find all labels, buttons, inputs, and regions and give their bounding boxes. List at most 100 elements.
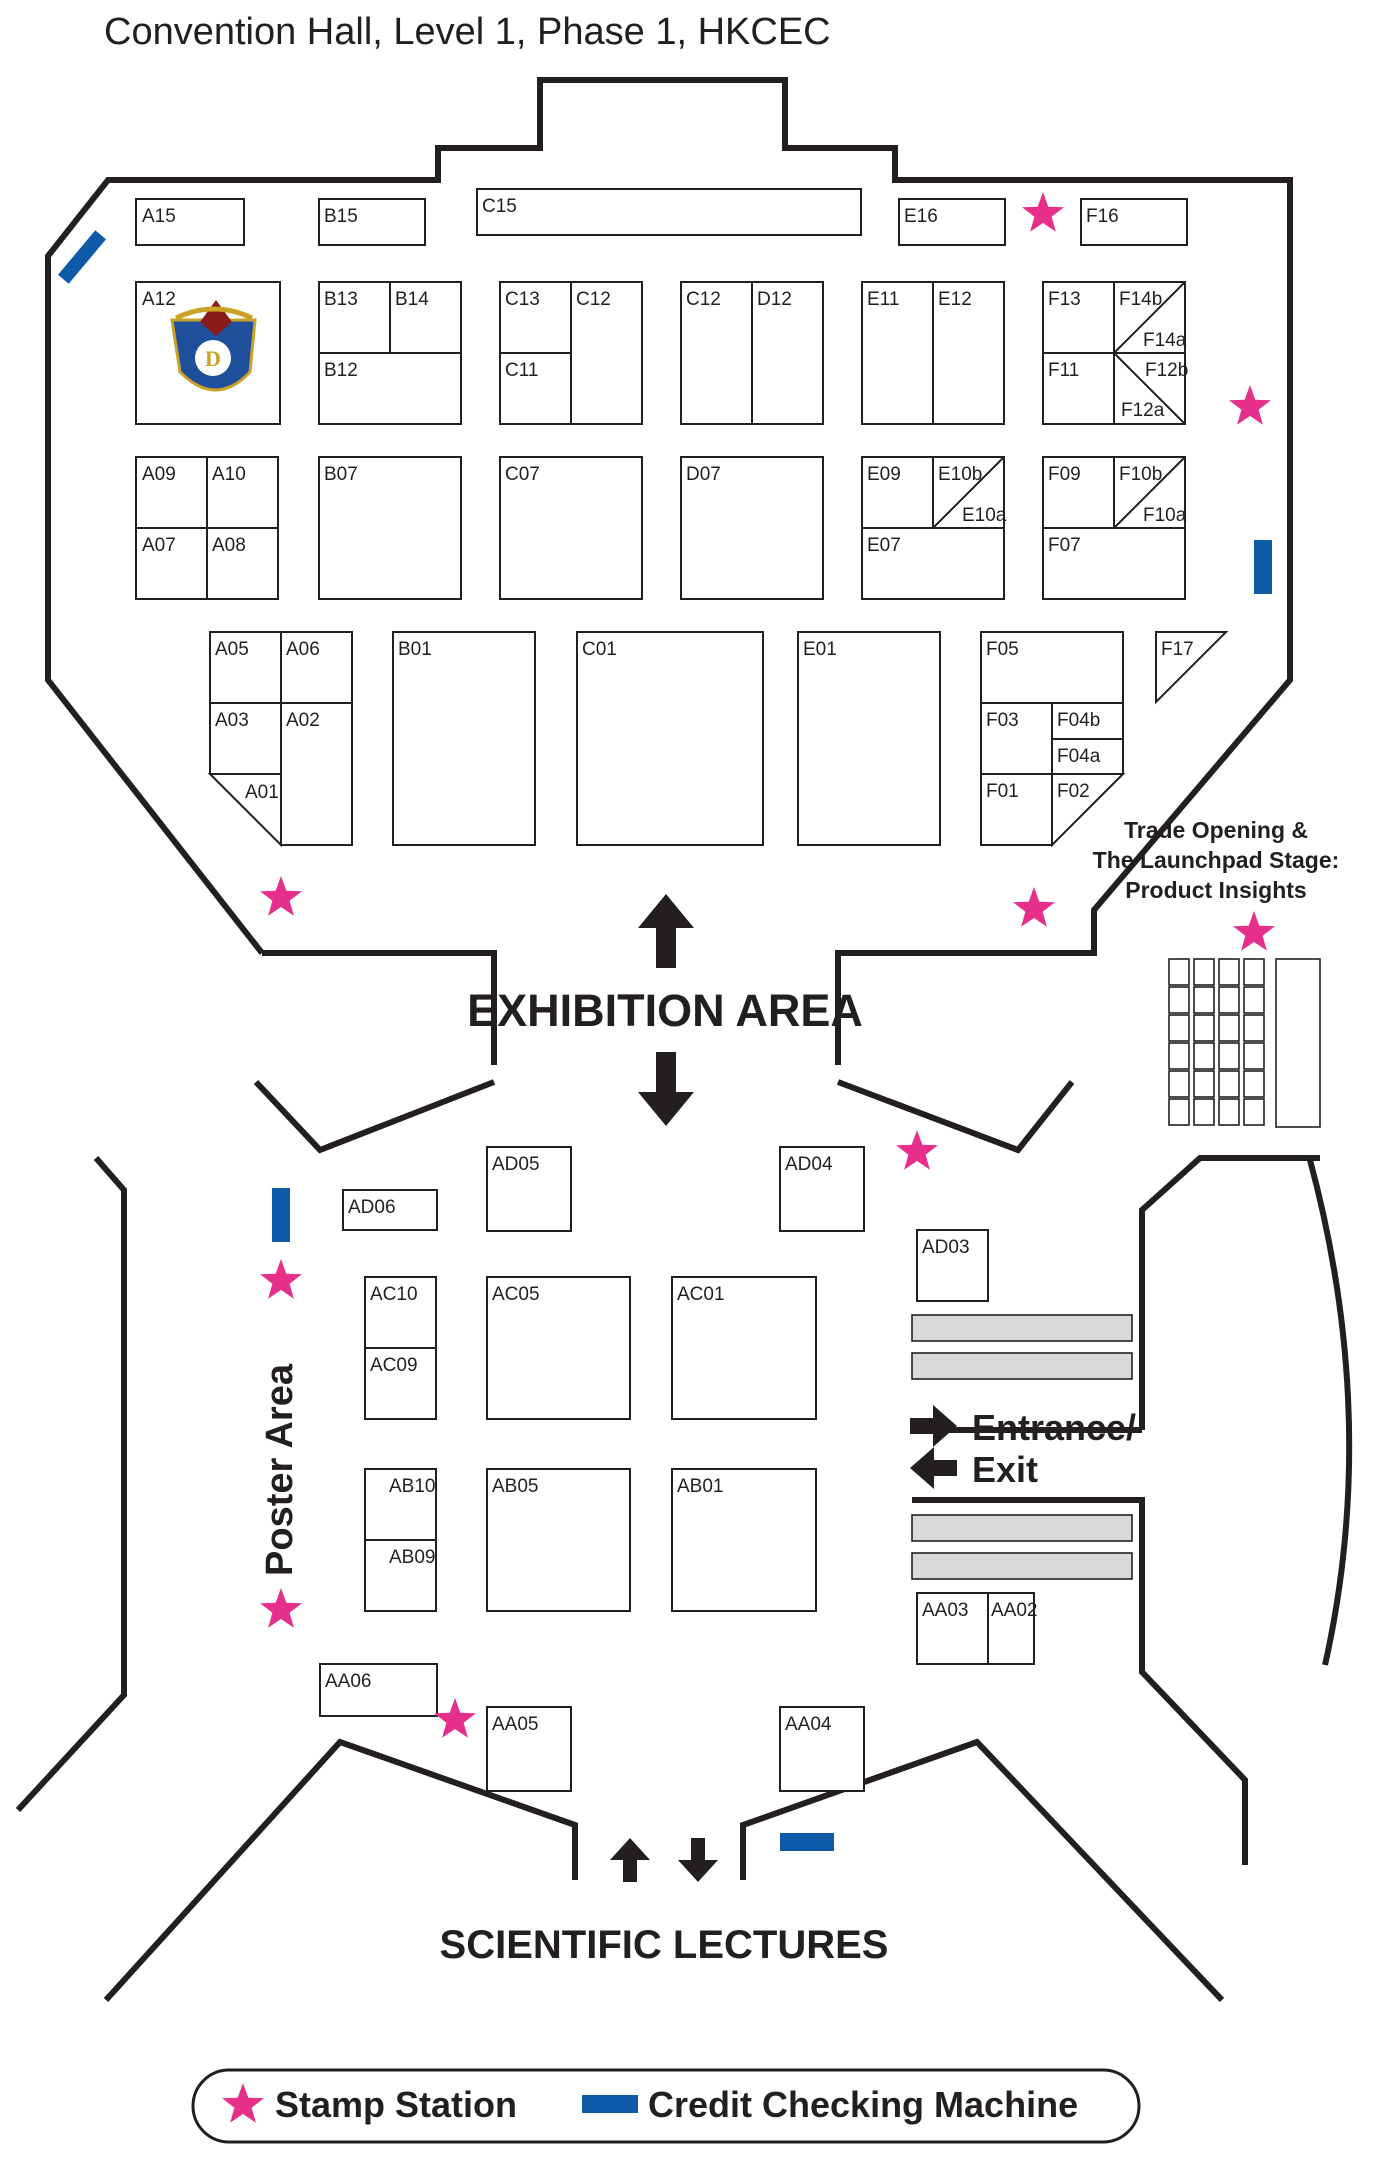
booth-aa04[interactable] <box>779 1706 865 1792</box>
booth-b13[interactable] <box>318 281 391 354</box>
booth-e01[interactable] <box>797 631 941 846</box>
booth-f17[interactable] <box>1155 631 1229 705</box>
booth-label: F05 <box>986 639 1019 660</box>
booth-label: AA06 <box>325 1671 371 1692</box>
booth-c12-right[interactable] <box>680 281 753 425</box>
booth-f02[interactable] <box>1051 773 1126 848</box>
booth-b14[interactable] <box>389 281 462 354</box>
booth-ac09[interactable] <box>364 1347 437 1420</box>
booth-b07[interactable] <box>318 456 462 600</box>
booth-a08[interactable] <box>206 527 279 600</box>
stage-seat <box>1243 986 1265 1014</box>
legend-frame <box>191 2068 1141 2144</box>
booth-f04a[interactable] <box>1051 738 1124 775</box>
booth-f09[interactable] <box>1042 456 1115 529</box>
booth-divider <box>1113 352 1186 425</box>
booth-aa03[interactable] <box>916 1592 989 1665</box>
booth-label: C15 <box>482 196 517 217</box>
stage-seat <box>1218 958 1240 986</box>
entrance-label-line2: Exit <box>972 1449 1038 1490</box>
booth-a15[interactable] <box>135 198 245 246</box>
lower-hall-left-wall <box>15 1156 127 1813</box>
booth-a09[interactable] <box>135 456 208 529</box>
stage-seat <box>1193 1014 1215 1042</box>
booth-label: E10a <box>962 505 1007 526</box>
stage-seat <box>1168 1098 1190 1126</box>
stamp-station-star-icon <box>1233 911 1275 951</box>
booth-e11[interactable] <box>861 281 934 425</box>
booth-label: B07 <box>324 464 358 485</box>
booth-label: F13 <box>1048 289 1081 310</box>
stamp-station-star-icon <box>260 1259 302 1299</box>
booth-label: AD05 <box>492 1154 540 1175</box>
booth-aa06[interactable] <box>319 1663 438 1717</box>
booth-c11[interactable] <box>499 352 572 425</box>
exhibition-hall-wall <box>45 77 1293 955</box>
booth-f01[interactable] <box>980 773 1053 846</box>
booth-b12[interactable] <box>318 352 462 425</box>
booth-ab01[interactable] <box>671 1468 817 1612</box>
booth-label: E10b <box>938 464 982 485</box>
booth-e16[interactable] <box>898 198 1006 246</box>
arrow-down-icon <box>638 1052 694 1126</box>
booth-label: E12 <box>938 289 972 310</box>
arrow-up-icon <box>610 1838 650 1882</box>
booth-aa05[interactable] <box>486 1706 572 1792</box>
booth-f16[interactable] <box>1080 198 1188 246</box>
stage-title-line2: The Launchpad Stage: <box>1093 847 1340 873</box>
booth-label: AC09 <box>370 1355 418 1376</box>
lower-hall-top-right-wall <box>836 1079 1075 1154</box>
booth-f05[interactable] <box>980 631 1124 704</box>
booth-label: E07 <box>867 535 901 556</box>
booth-b01[interactable] <box>392 631 536 846</box>
booth-f07[interactable] <box>1042 527 1186 600</box>
stamp-station-star-icon <box>896 1130 938 1170</box>
booth-label: B14 <box>395 289 429 310</box>
booth-label: A10 <box>212 464 246 485</box>
booth-f11[interactable] <box>1042 352 1115 425</box>
booth-label: AD06 <box>348 1197 396 1218</box>
booth-ad03[interactable] <box>916 1229 989 1302</box>
booth-ad06[interactable] <box>342 1189 438 1231</box>
booth-d07[interactable] <box>680 456 824 600</box>
booth-c12-left[interactable] <box>570 281 643 425</box>
booth-aa02[interactable] <box>987 1592 1035 1665</box>
booth-f13[interactable] <box>1042 281 1115 354</box>
booth-label: E11 <box>867 289 899 310</box>
stage-seat <box>1193 1070 1215 1098</box>
booth-ad05[interactable] <box>486 1146 572 1232</box>
booth-c07[interactable] <box>499 456 643 600</box>
booth-ab05[interactable] <box>486 1468 631 1612</box>
stamp-station-star-icon <box>260 876 302 916</box>
credit-checking-machine-icon <box>57 230 107 284</box>
stage-seat <box>1243 1098 1265 1126</box>
booth-a05[interactable] <box>209 631 282 704</box>
booth-ad04[interactable] <box>779 1146 865 1232</box>
stage-platform <box>1275 958 1321 1128</box>
entrance-barrier <box>911 1514 1133 1542</box>
booth-d12[interactable] <box>751 281 824 425</box>
booth-label: E16 <box>904 206 938 227</box>
booth-c01[interactable] <box>576 631 764 846</box>
arrow-up-icon <box>638 894 694 968</box>
booth-e09[interactable] <box>861 456 934 529</box>
star-icon <box>222 2083 264 2123</box>
credit-checking-machine-icon <box>780 1833 834 1851</box>
booth-a06[interactable] <box>280 631 353 704</box>
booth-a01[interactable] <box>207 773 282 848</box>
booth-c15[interactable] <box>476 188 862 236</box>
booth-label: AC01 <box>677 1284 725 1305</box>
booth-ac01[interactable] <box>671 1276 817 1420</box>
booth-label: AC10 <box>370 1284 418 1305</box>
booth-b15[interactable] <box>318 198 426 246</box>
arrow-down-icon <box>678 1838 718 1882</box>
booth-label: F12b <box>1145 360 1188 381</box>
booth-label: F10b <box>1119 464 1162 485</box>
booth-e07[interactable] <box>861 527 1005 600</box>
booth-label: B01 <box>398 639 432 660</box>
right-curved-wall <box>1307 1159 1353 1666</box>
booth-a10[interactable] <box>206 456 279 529</box>
booth-e12[interactable] <box>932 281 1005 425</box>
booth-ab09[interactable] <box>364 1539 437 1612</box>
booth-ac05[interactable] <box>486 1276 631 1420</box>
